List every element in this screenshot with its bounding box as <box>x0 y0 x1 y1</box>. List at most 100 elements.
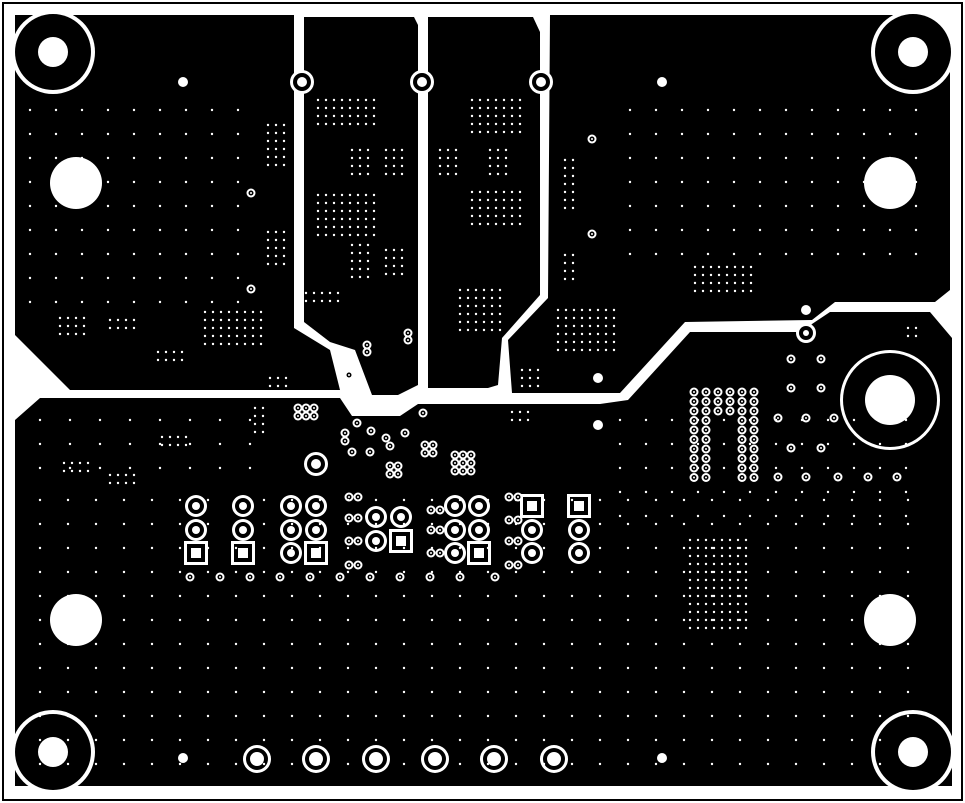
stitch-via-1178 <box>736 546 740 550</box>
stitch-via-1177 <box>728 546 732 550</box>
stitch-via-158 <box>758 252 762 256</box>
stitch-via-1254 <box>704 626 708 630</box>
stitch-via-219 <box>654 522 658 526</box>
stitch-via-965 <box>741 265 745 269</box>
stitch-via-203 <box>206 522 210 526</box>
stitch-via-287 <box>766 570 770 574</box>
stitch-via-1027 <box>588 340 592 344</box>
stitch-via-1149 <box>518 418 522 422</box>
stitch-via-1046 <box>259 310 263 314</box>
stitch-via-597 <box>618 466 622 470</box>
stitch-via-258 <box>850 546 854 550</box>
stitch-via-366 <box>290 642 294 646</box>
stitch-via-225 <box>822 522 826 526</box>
stitch-via-881 <box>490 288 494 292</box>
stitch-via-521 <box>150 762 154 766</box>
stitch-via-635 <box>282 123 286 127</box>
channel-plane-1 <box>304 17 418 395</box>
stitch-via-891 <box>474 304 478 308</box>
stitch-via-1108 <box>276 376 280 380</box>
stitch-via-31 <box>132 180 136 184</box>
stitch-via-568 <box>128 466 132 470</box>
small-ring-via-7-drill <box>424 444 426 446</box>
stitch-via-49 <box>132 228 136 232</box>
stitch-via-229 <box>38 546 42 550</box>
stitch-via-601 <box>722 466 726 470</box>
stitch-via-339 <box>430 618 434 622</box>
stitch-via-24 <box>184 156 188 160</box>
stitch-via-560 <box>128 442 132 446</box>
stitch-via-808 <box>478 98 482 102</box>
stitch-via-360 <box>122 642 126 646</box>
stitch-via-200 <box>122 522 126 526</box>
stitch-via-9 <box>28 132 32 136</box>
stitch-via-844 <box>486 190 490 194</box>
stitch-via-799 <box>392 256 396 260</box>
stitch-via-166 <box>66 498 70 502</box>
stitch-via-570 <box>188 466 192 470</box>
stitch-via-488 <box>122 738 126 742</box>
stitch-via-919 <box>438 164 442 168</box>
stitch-via-383 <box>766 642 770 646</box>
stitch-via-836 <box>478 130 482 134</box>
stitch-via-547 <box>878 762 882 766</box>
stitch-via-1071 <box>203 342 207 346</box>
stitch-via-1146 <box>518 410 522 414</box>
stitch-via-318 <box>738 594 742 598</box>
stitch-via-47 <box>80 228 84 232</box>
stitch-via-831 <box>494 122 498 126</box>
stitch-via-133 <box>732 204 736 208</box>
stitch-via-477 <box>710 714 714 718</box>
stitch-via-1060 <box>243 326 247 330</box>
stitch-via-269 <box>262 570 266 574</box>
stitch-via-457 <box>150 714 154 718</box>
stitch-via-749 <box>328 291 332 295</box>
stitch-via-824 <box>494 114 498 118</box>
stitch-via-237 <box>262 546 266 550</box>
stitch-via-626 <box>748 514 752 518</box>
stitch-via-223 <box>766 522 770 526</box>
ring-via-15-drill <box>591 138 593 140</box>
grid-via-5-5-drill <box>753 438 755 441</box>
bracket-via-22-drill <box>517 564 519 566</box>
stitch-via-1044 <box>243 310 247 314</box>
stitch-via-628 <box>800 514 804 518</box>
stitch-via-515 <box>878 738 882 742</box>
ring-via-1-drill <box>790 358 792 360</box>
stitch-via-843 <box>478 190 482 194</box>
stitch-via-786 <box>384 156 388 160</box>
stitch-via-945 <box>563 190 567 194</box>
stitch-via-410 <box>626 666 630 670</box>
connector-pad-6-drill <box>547 752 561 766</box>
stitch-via-178 <box>402 498 406 502</box>
stitch-via-389 <box>38 666 42 670</box>
stitch-via-77 <box>158 300 162 304</box>
stitch-via-680 <box>364 106 368 110</box>
stitch-via-140 <box>914 204 918 208</box>
stitch-via-233 <box>150 546 154 550</box>
stitch-via-741 <box>340 233 344 237</box>
stitch-via-1150 <box>526 418 530 422</box>
stitch-via-796 <box>392 248 396 252</box>
stitch-via-566 <box>68 466 72 470</box>
stitch-via-631 <box>878 514 882 518</box>
stitch-via-161 <box>836 252 840 256</box>
stitch-via-755 <box>336 299 340 303</box>
stitch-via-372 <box>458 642 462 646</box>
stitch-via-650 <box>282 163 286 167</box>
stitch-via-524 <box>234 762 238 766</box>
stitch-via-595 <box>878 442 882 446</box>
stitch-via-940 <box>571 166 575 170</box>
stitch-via-213 <box>486 522 490 526</box>
stitch-via-937 <box>563 158 567 162</box>
stitch-via-284 <box>682 570 686 574</box>
stitch-via-821 <box>470 114 474 118</box>
stitch-via-1002 <box>580 316 584 320</box>
stitch-via-411 <box>654 666 658 670</box>
stitch-via-837 <box>486 130 490 134</box>
stitch-via-829 <box>478 122 482 126</box>
stitch-via-853 <box>502 198 506 202</box>
stitch-via-1001 <box>572 316 576 320</box>
stitch-via-1145 <box>510 410 514 414</box>
stitch-via-580 <box>800 418 804 422</box>
